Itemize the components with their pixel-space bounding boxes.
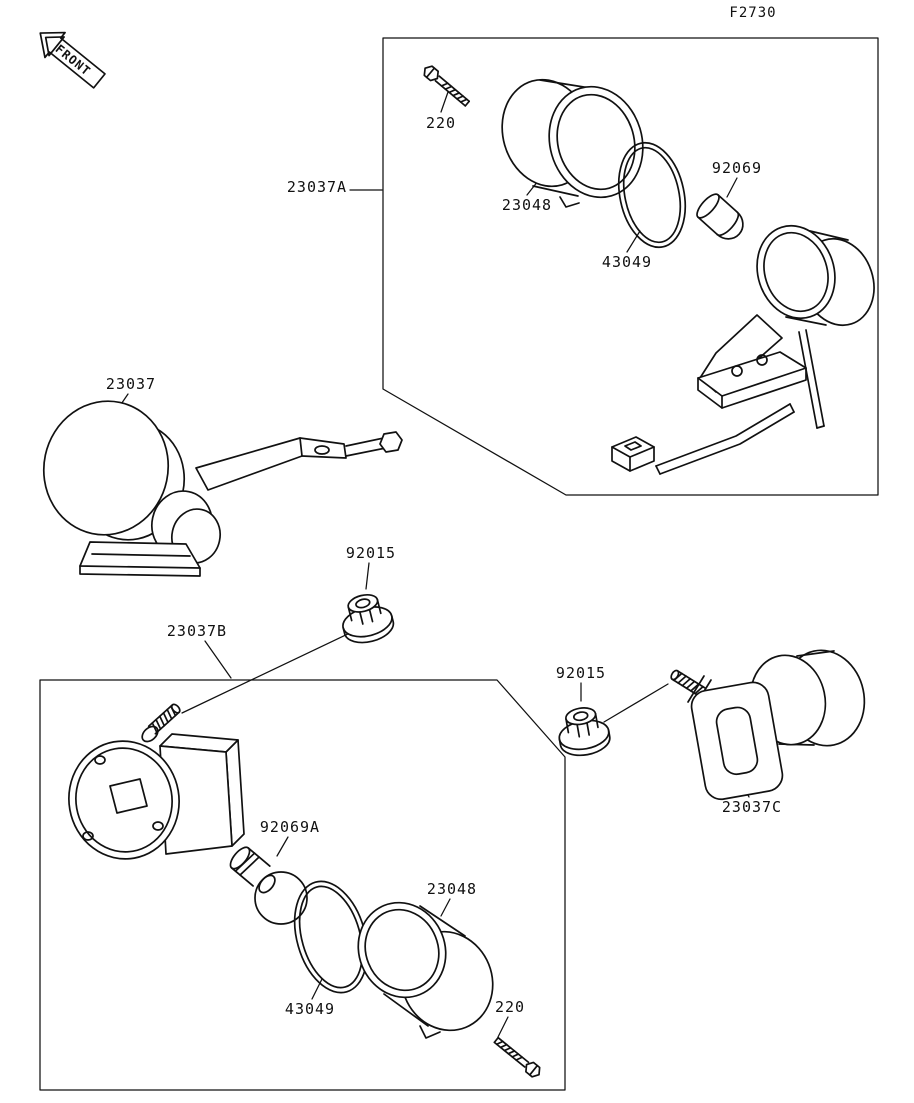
gasket-43049-top-drawing	[617, 141, 687, 249]
bulb-92069-drawing	[696, 193, 744, 240]
part-label-92015-left: 92015	[345, 544, 397, 562]
bolt-220-top-drawing	[420, 62, 472, 110]
nut-92015-left-drawing	[335, 588, 398, 649]
part-label-23037: 23037	[105, 375, 157, 393]
part-label-23037C: 23037C	[721, 798, 783, 816]
bulb-92069A-drawing	[229, 846, 308, 925]
part-label-220-top: 220	[425, 114, 457, 132]
housing-23048-top-drawing	[501, 78, 644, 208]
front-arrow: FRONT	[39, 31, 106, 89]
figure-code: F2730	[729, 5, 777, 21]
lamp-23037B-drawing	[68, 702, 245, 860]
nut-92015-right-drawing	[553, 703, 613, 760]
part-label-23048-bottom: 23048	[426, 880, 478, 898]
part-label-43049-top: 43049	[601, 253, 653, 271]
part-label-23048-top: 23048	[501, 196, 553, 214]
part-label-220-bottom: 220	[494, 998, 526, 1016]
housing-23048-bottom-drawing	[357, 901, 494, 1039]
assembly-box-23037B	[39, 679, 566, 1091]
lamp-body-23037A-drawing	[611, 224, 875, 475]
lamp-23037-drawing	[42, 400, 403, 577]
assembly-box-23037A	[382, 37, 879, 496]
lamp-23037C-drawing	[668, 649, 866, 801]
part-label-92015-right: 92015	[555, 664, 607, 682]
part-label-43049-bottom: 43049	[284, 1000, 336, 1018]
part-label-92069: 92069	[711, 159, 763, 177]
part-label-23037A: 23037A	[286, 178, 348, 196]
bolt-220-bottom-drawing	[491, 1034, 544, 1081]
part-label-92069A: 92069A	[259, 818, 321, 836]
part-label-23037B: 23037B	[166, 622, 228, 640]
